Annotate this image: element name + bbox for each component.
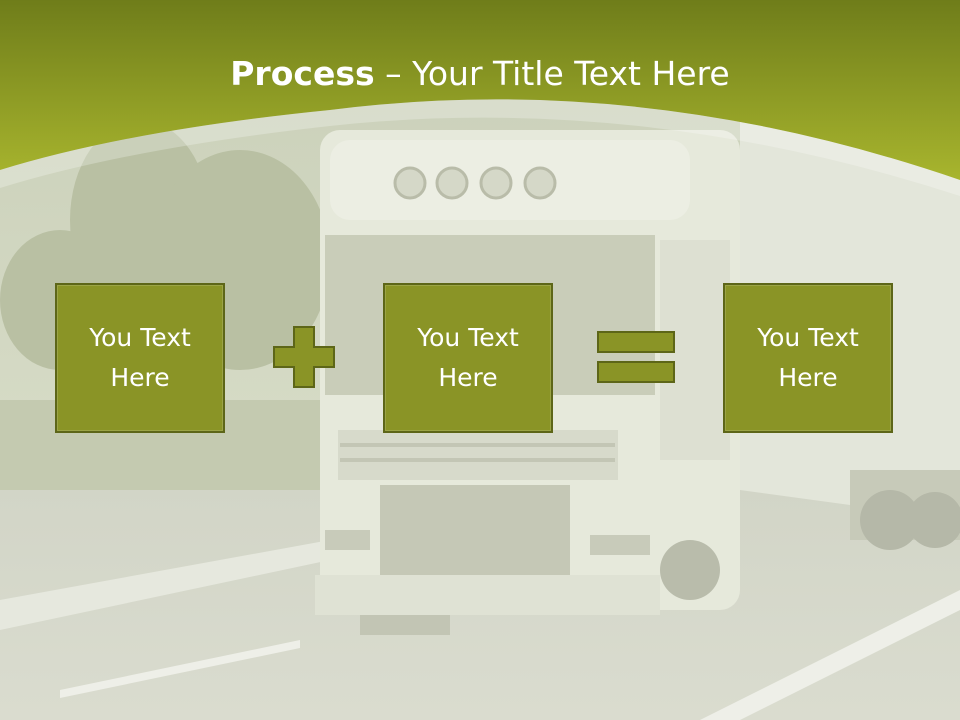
plus-icon [273,326,335,388]
process-box-1-label: You Text Here [89,323,191,392]
slide-title: Process – Your Title Text Here [0,52,960,96]
title-bold: Process [230,54,375,93]
process-box-2-label: You Text Here [417,323,519,392]
process-box-2[interactable]: You Text Here [383,283,553,433]
title-rest: – Your Title Text Here [374,54,730,93]
process-box-1[interactable]: You Text Here [55,283,225,433]
equals-icon [597,331,675,383]
process-box-3[interactable]: You Text Here [723,283,893,433]
process-box-3-label: You Text Here [757,323,859,392]
